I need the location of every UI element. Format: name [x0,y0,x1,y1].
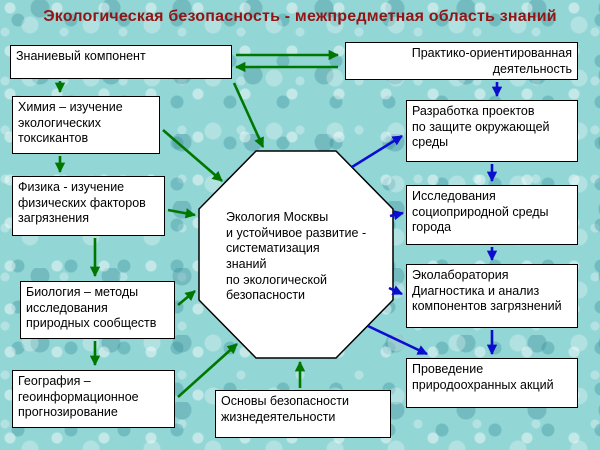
box-nature-protection-actions: Проведение природоохранных акций [406,358,578,408]
box-chemistry: Химия – изучение экологических токсикант… [12,96,160,154]
arrow-knowledge-to-center [232,82,265,148]
arrow-biology-to-center [177,289,196,307]
box-socionatural-research: Исследования социоприродной среды города [406,185,578,245]
box-life-safety: Основы безопасности жизнедеятельности [215,390,391,438]
box-practice-activity: Практико-ориентированная деятельность [345,42,578,80]
box-knowledge-component: Знаниевый компонент [10,45,232,79]
box-geography: География – геоинформационное прогнозиро… [12,370,175,428]
box-biology: Биология – методы исследования природных… [20,281,175,339]
central-octagon-text: Экология Москвы и устойчивое развитие - … [226,210,367,303]
central-octagon: Экология Москвы и устойчивое развитие - … [198,150,394,359]
box-ecolaboratory: Эколаборатория Диагностика и анализ комп… [406,264,578,328]
octagon-shape [198,150,394,359]
box-project-development: Разработка проектов по защите окружающей… [406,100,578,162]
page-title: Экологическая безопасность - межпредметн… [43,8,557,25]
arrow-physics-to-center [167,208,197,219]
box-physics: Физика - изучение физических факторов за… [12,176,165,236]
